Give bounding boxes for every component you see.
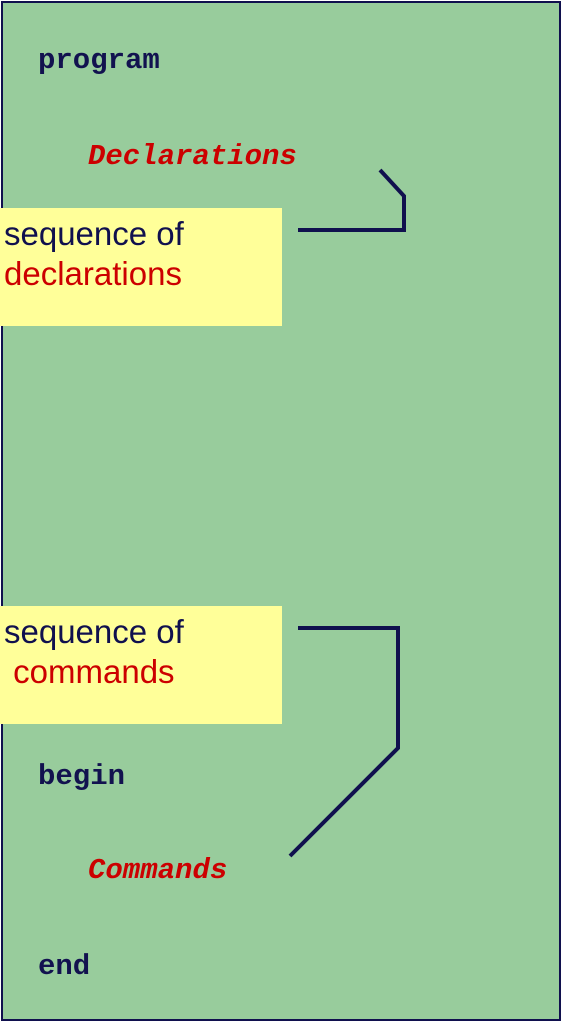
declarations-bracket: [298, 168, 406, 232]
callout-commands: sequence of commands: [0, 606, 282, 724]
keyword-end: end: [38, 950, 91, 983]
keyword-begin: begin: [38, 760, 126, 793]
callout-declarations-line2: declarations: [4, 255, 182, 292]
commands-bracket: [288, 626, 400, 858]
callout-declarations: sequence of declarations: [0, 208, 282, 326]
callout-commands-line2: commands: [4, 653, 175, 690]
keyword-program: program: [38, 44, 160, 77]
placeholder-commands: Commands: [88, 854, 228, 887]
placeholder-declarations: Declarations: [88, 140, 297, 173]
callout-declarations-line1: sequence of: [4, 215, 184, 252]
callout-commands-line1: sequence of: [4, 613, 184, 650]
